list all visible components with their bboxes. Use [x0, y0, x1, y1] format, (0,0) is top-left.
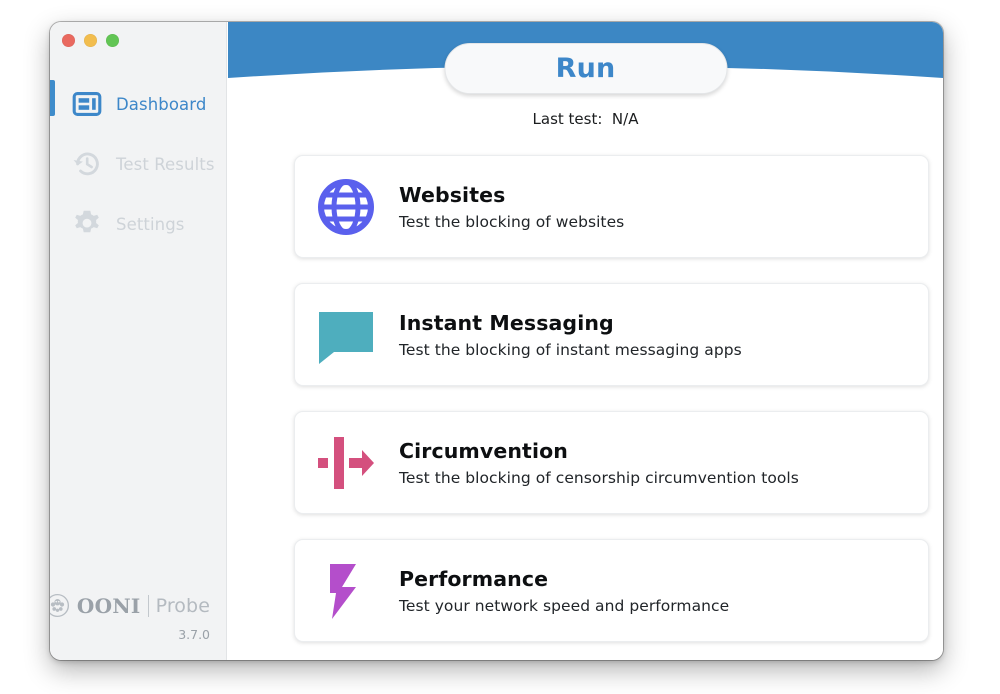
card-title: Instant Messaging: [399, 310, 614, 335]
main-content: Run Last test: N/A: [228, 22, 943, 660]
minimize-window-button[interactable]: [84, 34, 97, 47]
globe-icon: [315, 176, 377, 238]
ooni-octopus-logo: [50, 593, 69, 618]
sidebar: Dashboard Test Results: [50, 22, 227, 660]
card-title: Performance: [399, 566, 549, 591]
brand-product: Probe: [155, 594, 210, 617]
last-test-status: Last test: N/A: [532, 110, 639, 128]
app-version: 3.7.0: [178, 627, 210, 642]
history-clock-icon: [73, 152, 99, 176]
sidebar-item-test-results[interactable]: Test Results: [50, 134, 226, 194]
brand-name: OONI: [76, 593, 141, 618]
run-button-label: Run: [555, 53, 616, 84]
ooni-probe-brand: OONI Probe: [50, 593, 210, 618]
sidebar-item-label: Dashboard: [116, 94, 207, 114]
card-text: Instant Messaging Test the blocking of i…: [399, 311, 742, 359]
test-card-list: Websites Test the blocking of websites I…: [294, 155, 929, 642]
speech-bubble-icon: [315, 304, 377, 366]
card-description: Test the blocking of censorship circumve…: [399, 468, 799, 487]
gear-icon: [75, 210, 99, 233]
lightning-bolt-icon: [315, 560, 377, 622]
test-card-circumvention[interactable]: Circumvention Test the blocking of censo…: [294, 411, 929, 514]
card-text: Performance Test your network speed and …: [399, 567, 729, 615]
card-text: Circumvention Test the blocking of censo…: [399, 439, 799, 487]
close-window-button[interactable]: [62, 34, 75, 47]
window-controls: [62, 34, 119, 47]
sidebar-nav: Dashboard Test Results: [50, 74, 226, 254]
card-description: Test the blocking of instant messaging a…: [399, 340, 742, 359]
test-card-websites[interactable]: Websites Test the blocking of websites: [294, 155, 929, 258]
sidebar-item-dashboard[interactable]: Dashboard: [50, 74, 226, 134]
brand-divider: [147, 594, 149, 617]
dashboard-icon: [72, 92, 102, 116]
test-card-instant-messaging[interactable]: Instant Messaging Test the blocking of i…: [294, 283, 929, 386]
sidebar-item-label: Test Results: [116, 154, 215, 174]
card-title: Circumvention: [399, 438, 568, 463]
circumvention-arrow-icon: [315, 432, 377, 494]
ooni-probe-window: Dashboard Test Results: [50, 22, 943, 660]
run-button[interactable]: Run: [444, 43, 727, 94]
active-indicator: [50, 80, 55, 116]
sidebar-item-settings[interactable]: Settings: [50, 194, 226, 254]
card-description: Test the blocking of websites: [399, 212, 625, 231]
card-title: Websites: [399, 182, 506, 207]
test-card-performance[interactable]: Performance Test your network speed and …: [294, 539, 929, 642]
card-description: Test your network speed and performance: [399, 596, 730, 615]
maximize-window-button[interactable]: [106, 34, 119, 47]
card-text: Websites Test the blocking of websites: [399, 183, 624, 231]
sidebar-item-label: Settings: [116, 214, 185, 234]
